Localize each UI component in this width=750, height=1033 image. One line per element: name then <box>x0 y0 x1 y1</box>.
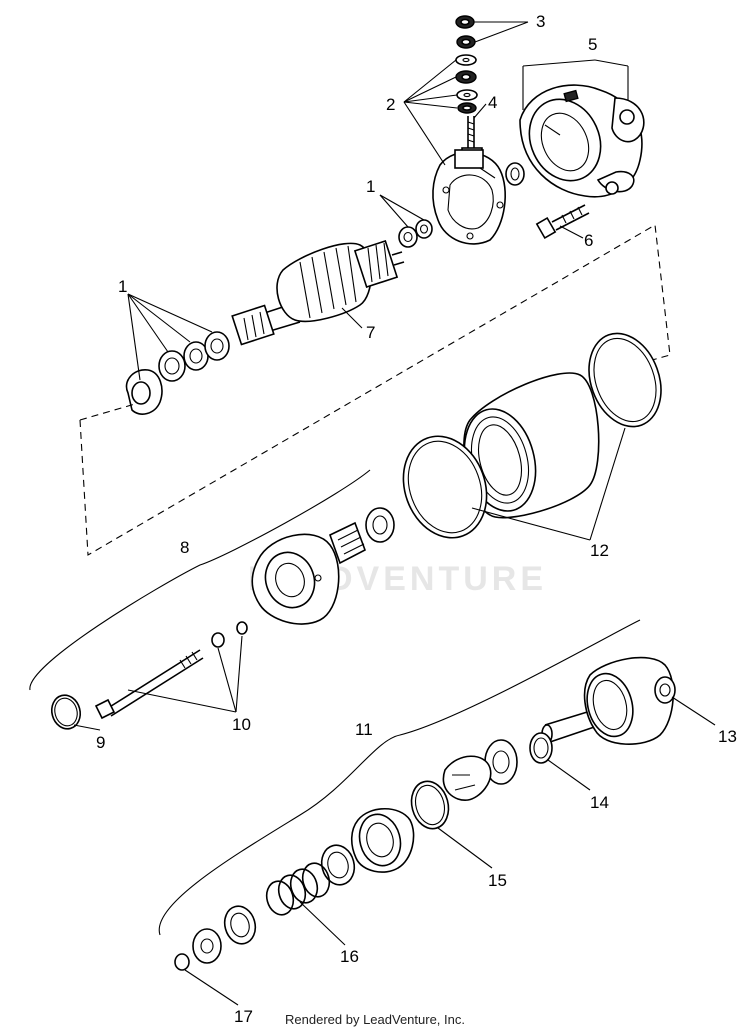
stop-ring-14 <box>484 732 553 785</box>
brace-8 <box>29 469 371 691</box>
drive-gear-shaft <box>541 656 676 745</box>
callout-17: 17 <box>234 1007 253 1026</box>
field-frame-and-orings <box>402 332 662 539</box>
callout-13: 13 <box>718 727 737 746</box>
collar-washer-17 <box>174 905 257 971</box>
callout-1-upper: 1 <box>366 177 375 196</box>
end-housing <box>519 84 645 198</box>
brace-11 <box>158 619 641 936</box>
leader-lines <box>73 21 716 1006</box>
clutch-gear <box>320 808 415 886</box>
callout-9: 9 <box>96 733 105 752</box>
assembly-bracket-line <box>79 224 671 556</box>
through-screw <box>535 204 590 240</box>
armature <box>231 239 405 346</box>
callout-12: 12 <box>590 541 609 560</box>
footer-credit: Rendered by LeadVenture, Inc. <box>285 1012 465 1027</box>
drive-end-housing <box>251 533 340 625</box>
callout-14: 14 <box>590 793 609 812</box>
armature-washers-upper <box>398 219 433 248</box>
callout-3: 3 <box>536 12 545 31</box>
callout-11: 11 <box>355 720 373 739</box>
callout-2: 2 <box>386 95 395 114</box>
callout-15: 15 <box>488 871 507 890</box>
drive-end-bearing <box>329 507 395 565</box>
callout-10: 10 <box>232 715 251 734</box>
callout-1-lower: 1 <box>118 277 127 296</box>
terminal-nuts-washers <box>455 15 478 114</box>
armature-washers-lower <box>125 331 230 415</box>
callout-8: 8 <box>180 538 189 557</box>
callout-5: 5 <box>588 35 597 54</box>
drive-spring-16 <box>265 862 331 916</box>
callout-4: 4 <box>488 93 497 112</box>
callout-6: 6 <box>584 231 593 250</box>
callout-7: 7 <box>366 323 375 342</box>
brush-plate <box>432 149 506 245</box>
spring-stop-15 <box>410 755 492 830</box>
callout-labels: 3 5 2 4 1 6 1 7 8 12 10 9 11 13 14 15 16… <box>96 12 737 1026</box>
snap-ring-9 <box>50 694 82 730</box>
callout-16: 16 <box>340 947 359 966</box>
bushing <box>505 162 525 186</box>
through-bolts <box>94 621 248 720</box>
